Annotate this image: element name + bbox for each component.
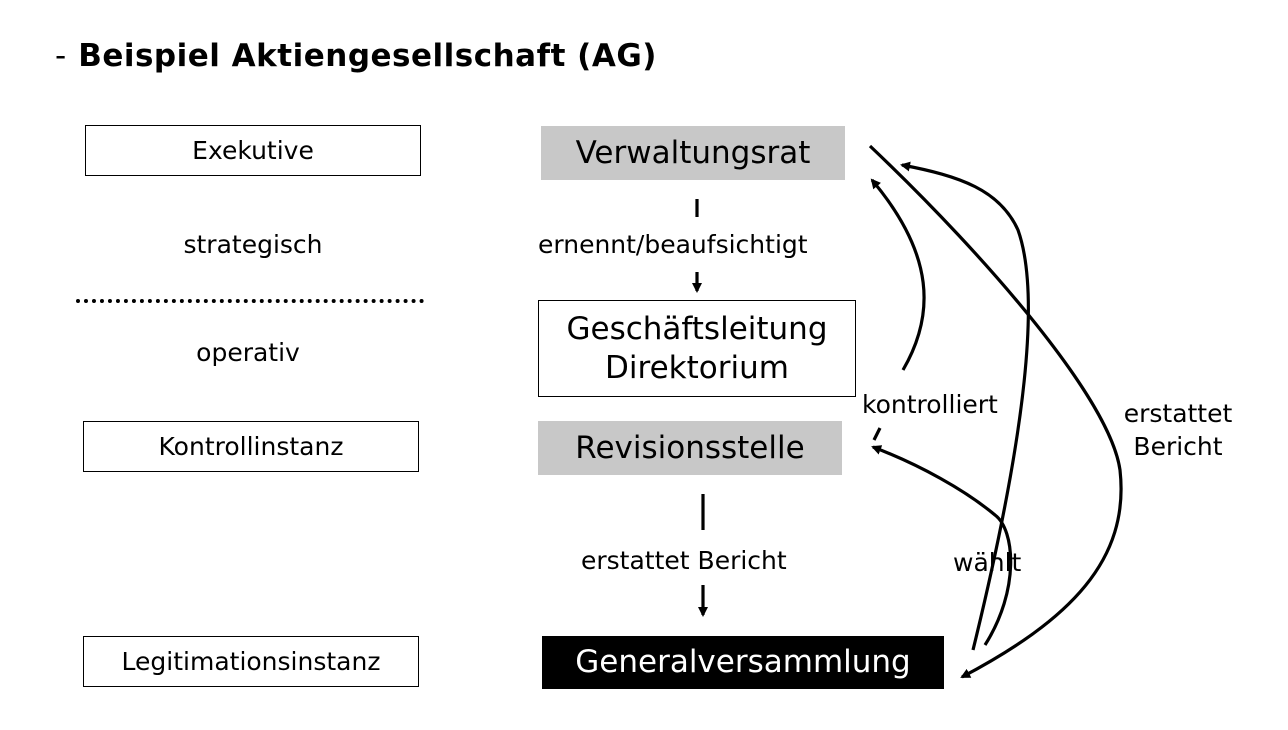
- legitimationsinstanz-box: Legitimationsinstanz: [83, 636, 419, 687]
- erstattet-line2: Bericht: [1133, 431, 1223, 461]
- erstattet-bericht-arrow: [868, 144, 1123, 679]
- ernennt-label: ernennt/beaufsichtigt: [538, 230, 808, 259]
- exekutive-label: Exekutive: [192, 136, 314, 165]
- generalversammlung-label: Generalversammlung: [575, 644, 911, 681]
- strategic-operative-divider: [76, 299, 424, 303]
- kontrolliert-label: kontrolliert: [862, 390, 998, 419]
- waehlt-verwaltungsrat-arrow: [900, 161, 1030, 651]
- legitimationsinstanz-label: Legitimationsinstanz: [121, 647, 381, 676]
- page-title: -Beispiel Aktiengesellschaft (AG): [55, 38, 657, 74]
- revisionsstelle-box: Revisionsstelle: [538, 421, 842, 475]
- kontrolliert-tick: [872, 427, 882, 441]
- erstattet-bericht-right-label: erstattet Bericht: [1108, 398, 1248, 463]
- geschaeftsleitung-line2: Direktorium: [605, 349, 789, 386]
- kontrollinstanz-box: Kontrollinstanz: [83, 421, 419, 472]
- verwaltungsrat-label: Verwaltungsrat: [575, 134, 811, 171]
- geschaeftsleitung-line1: Geschäftsleitung: [566, 310, 828, 347]
- geschaeftsleitung-box: Geschäftsleitung Direktorium: [538, 300, 856, 397]
- erstattet-bericht-center-label: erstattet Bericht: [581, 546, 787, 575]
- waehlt-revisionsstelle-arrow: [871, 445, 1013, 646]
- kontrolliert-arrow: [870, 178, 926, 371]
- title-dash: -: [55, 38, 67, 74]
- generalversammlung-box: Generalversammlung: [542, 636, 944, 689]
- title-text: Beispiel Aktiengesellschaft (AG): [78, 38, 657, 74]
- erstattet-line1: erstattet: [1123, 399, 1233, 428]
- kontrollinstanz-label: Kontrollinstanz: [158, 432, 344, 461]
- exekutive-box: Exekutive: [85, 125, 421, 176]
- operativ-label: operativ: [196, 338, 300, 367]
- strategisch-label: strategisch: [183, 230, 323, 259]
- revisionsstelle-label: Revisionsstelle: [575, 429, 805, 466]
- verwaltungsrat-box: Verwaltungsrat: [541, 126, 845, 180]
